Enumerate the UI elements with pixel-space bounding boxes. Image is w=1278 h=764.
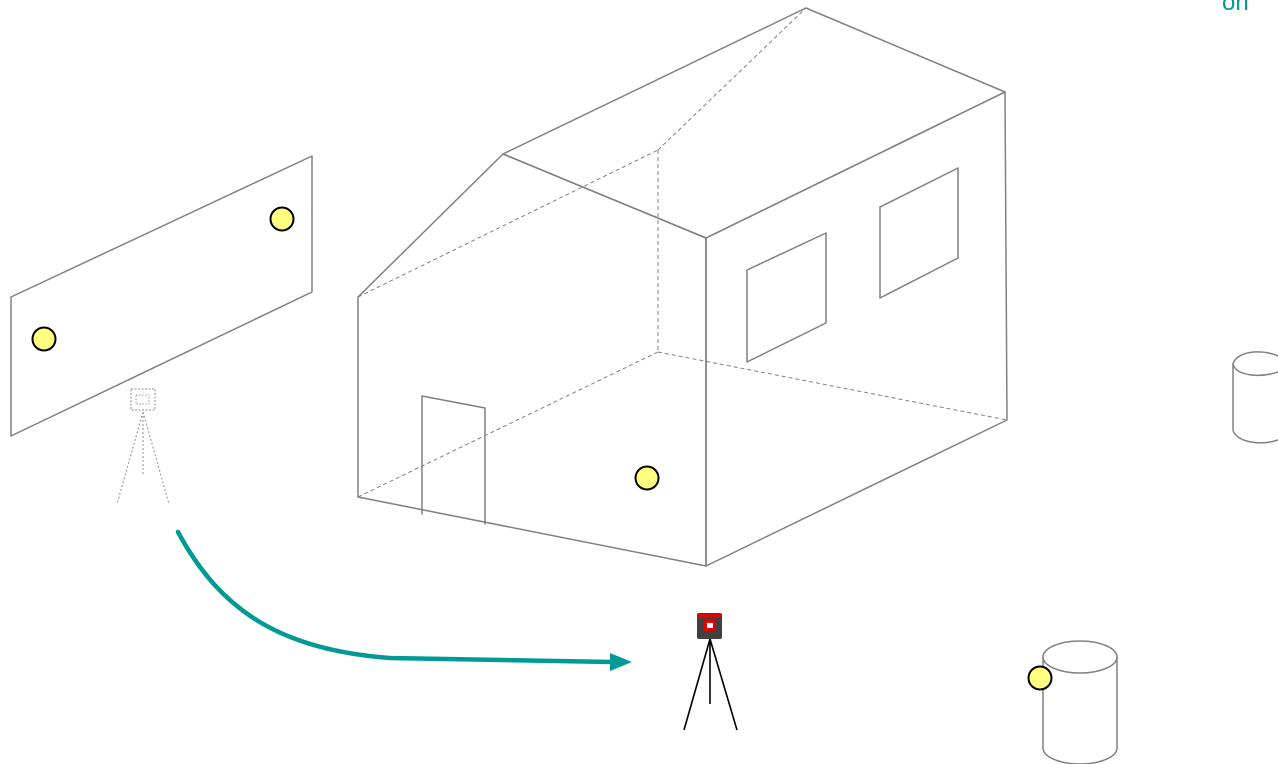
house-window: [879, 167, 959, 299]
tripod-scanner-ghost-icon: [116, 388, 170, 505]
cylinder-right: [1232, 351, 1278, 444]
house-door: [421, 395, 486, 525]
target-circle: [31, 326, 57, 352]
house-roof: [502, 7, 1006, 239]
house: [357, 7, 1008, 567]
wall-panel: [10, 155, 313, 437]
target-circle: [269, 206, 295, 232]
house-window: [746, 232, 827, 363]
tripod-scanner-icon: [683, 613, 738, 731]
curved-arrow-right-icon: [175, 529, 632, 671]
target-circle: [1027, 665, 1053, 691]
targets: [31, 206, 1053, 691]
house-side-wall: [705, 91, 1008, 567]
target-circle: [634, 465, 660, 491]
cylinder-bottom: [1042, 640, 1118, 764]
corner-text: on: [1222, 0, 1249, 16]
